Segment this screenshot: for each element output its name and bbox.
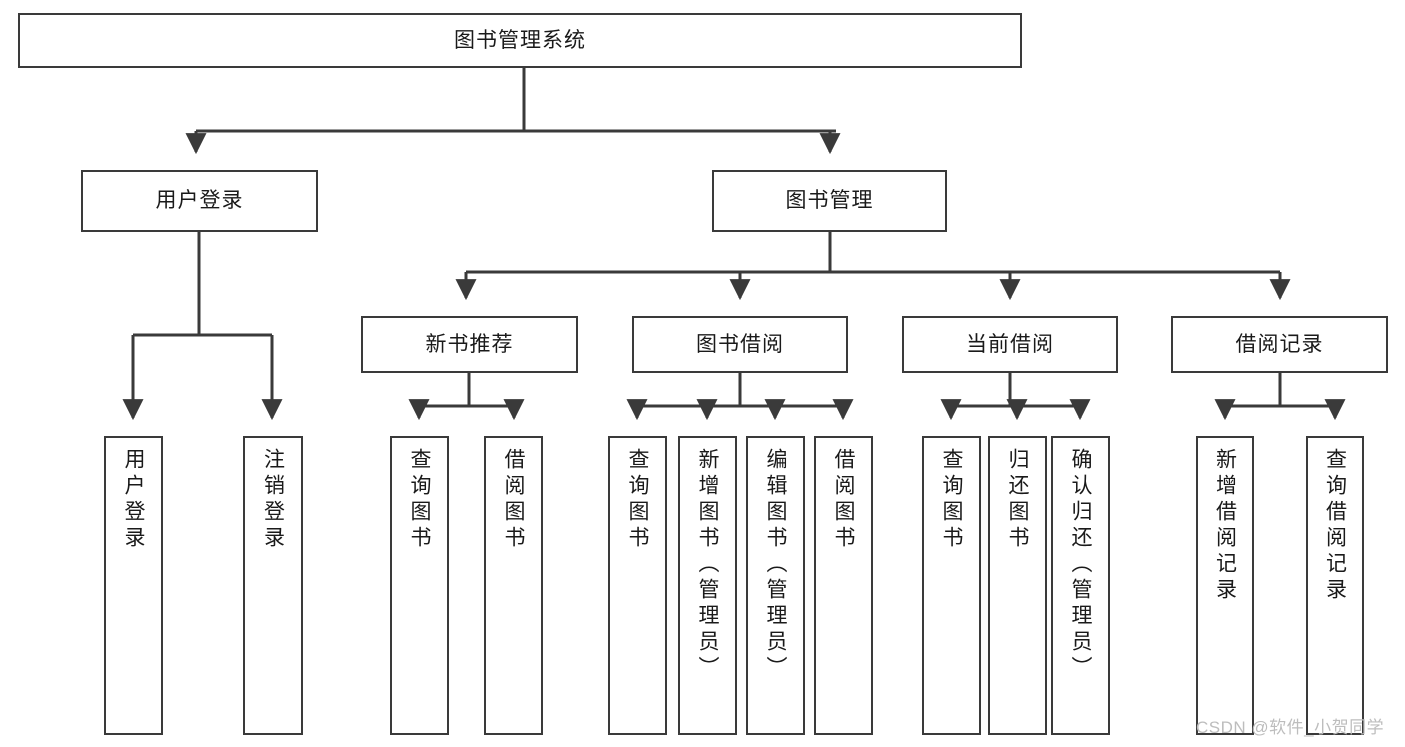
node-leaf-user-login[interactable]: 用户登录	[104, 436, 163, 735]
node-leaf-borrow-book-2-label: 借阅图书	[832, 448, 855, 552]
node-leaf-logout[interactable]: 注销登录	[243, 436, 303, 735]
node-book-manage-label: 图书管理	[785, 189, 874, 213]
node-leaf-query-record[interactable]: 查询借阅记录	[1306, 436, 1364, 735]
node-borrow-record-label: 借阅记录	[1235, 332, 1324, 356]
node-leaf-logout-label: 注销登录	[261, 448, 285, 552]
node-leaf-query-book-1[interactable]: 查询图书	[390, 436, 449, 735]
node-leaf-borrow-book-1-label: 借阅图书	[502, 448, 525, 552]
node-current-borrow[interactable]: 当前借阅	[902, 316, 1118, 373]
node-borrow-record[interactable]: 借阅记录	[1171, 316, 1388, 373]
node-leaf-add-record[interactable]: 新增借阅记录	[1196, 436, 1254, 735]
node-book-borrow[interactable]: 图书借阅	[632, 316, 848, 373]
node-root[interactable]: 图书管理系统	[18, 13, 1022, 68]
node-leaf-edit-book[interactable]: 编辑图书（管理员）	[746, 436, 805, 735]
node-leaf-return-book[interactable]: 归还图书	[988, 436, 1047, 735]
node-current-borrow-label: 当前借阅	[966, 332, 1054, 356]
node-leaf-return-book-label: 归还图书	[1006, 448, 1029, 552]
node-leaf-add-book[interactable]: 新增图书（管理员）	[678, 436, 737, 735]
node-leaf-query-book-2-label: 查询图书	[626, 448, 649, 552]
node-leaf-confirm-return-label: 确认归还（管理员）	[1069, 448, 1092, 682]
node-leaf-user-login-label: 用户登录	[122, 448, 145, 552]
node-book-manage[interactable]: 图书管理	[712, 170, 947, 232]
watermark: CSDN @软件_小贺同学	[1196, 718, 1385, 737]
node-leaf-query-book-1-label: 查询图书	[408, 448, 431, 552]
node-leaf-query-book-2[interactable]: 查询图书	[608, 436, 667, 735]
node-leaf-confirm-return[interactable]: 确认归还（管理员）	[1051, 436, 1110, 735]
node-user-login[interactable]: 用户登录	[81, 170, 318, 232]
node-new-book-recommend-label: 新书推荐	[425, 332, 514, 356]
node-leaf-borrow-book-2[interactable]: 借阅图书	[814, 436, 873, 735]
node-leaf-borrow-book-1[interactable]: 借阅图书	[484, 436, 543, 735]
node-leaf-query-record-label: 查询借阅记录	[1323, 448, 1347, 604]
node-leaf-edit-book-label: 编辑图书（管理员）	[764, 448, 787, 682]
node-user-login-label: 用户登录	[155, 189, 244, 213]
node-leaf-query-book-3-label: 查询图书	[940, 448, 963, 552]
node-leaf-add-record-label: 新增借阅记录	[1213, 448, 1237, 604]
node-book-borrow-label: 图书借阅	[696, 332, 784, 356]
node-new-book-recommend[interactable]: 新书推荐	[361, 316, 578, 373]
node-leaf-query-book-3[interactable]: 查询图书	[922, 436, 981, 735]
node-leaf-add-book-label: 新增图书（管理员）	[696, 448, 719, 682]
node-root-label: 图书管理系统	[454, 28, 586, 52]
